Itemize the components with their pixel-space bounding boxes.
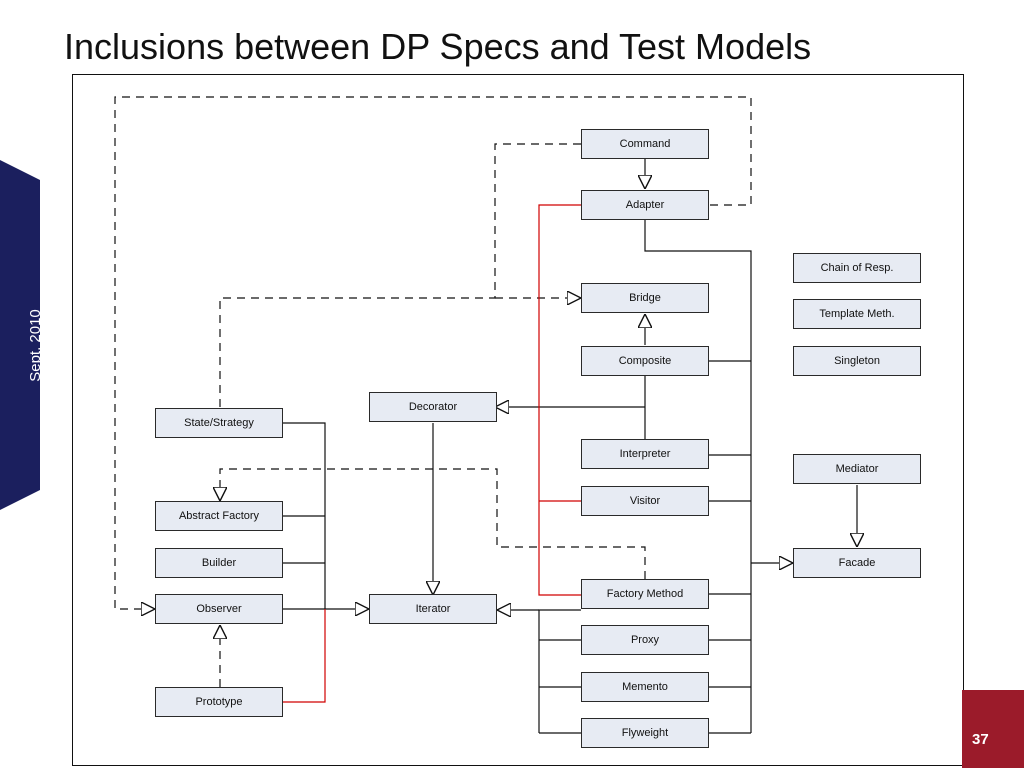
box-memento: Memento (581, 672, 709, 702)
side-tab (0, 160, 40, 510)
box-interpreter: Interpreter (581, 439, 709, 469)
box-builder: Builder (155, 548, 283, 578)
box-factory-method: Factory Method (581, 579, 709, 609)
box-facade: Facade (793, 548, 921, 578)
box-bridge: Bridge (581, 283, 709, 313)
box-abstract-factory: Abstract Factory (155, 501, 283, 531)
box-command: Command (581, 129, 709, 159)
page-number: 37 (972, 731, 989, 748)
box-chain-of-resp: Chain of Resp. (793, 253, 921, 283)
side-date-label: Sept. 2010 (26, 309, 44, 382)
side-date-label-wrap: Sept. 2010 (0, 309, 44, 382)
slide-title: Inclusions between DP Specs and Test Mod… (64, 26, 812, 67)
box-decorator: Decorator (369, 392, 497, 422)
box-prototype: Prototype (155, 687, 283, 717)
box-adapter: Adapter (581, 190, 709, 220)
box-composite: Composite (581, 346, 709, 376)
box-mediator: Mediator (793, 454, 921, 484)
box-iterator: Iterator (369, 594, 497, 624)
box-singleton: Singleton (793, 346, 921, 376)
page-badge (962, 690, 1024, 768)
side-tab-shape (0, 160, 40, 510)
diagram-frame: Command Adapter Bridge Composite Decorat… (72, 74, 964, 766)
diagram-connectors (114, 96, 965, 734)
box-state-strategy: State/Strategy (155, 408, 283, 438)
box-template-meth: Template Meth. (793, 299, 921, 329)
box-observer: Observer (155, 594, 283, 624)
box-visitor: Visitor (581, 486, 709, 516)
box-proxy: Proxy (581, 625, 709, 655)
box-flyweight: Flyweight (581, 718, 709, 748)
